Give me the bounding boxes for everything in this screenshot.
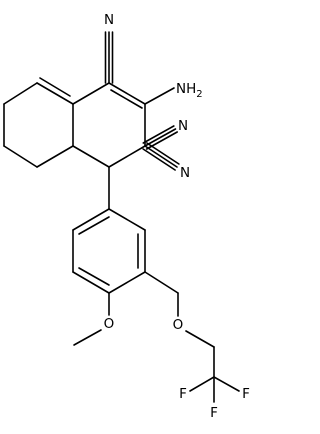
ring-bond-c4a-c5 [36, 82, 74, 105]
fluorine-right: F [242, 386, 250, 402]
sidechain-bond-o-ch2 [185, 330, 215, 348]
ring-bond-c5-c6 [3, 82, 38, 105]
ring-bond-c4-c3 [108, 82, 146, 105]
fluoro-bond-right [213, 376, 240, 392]
fluorine-bottom: F [210, 405, 218, 421]
nitrile-n-lower-right: N [180, 165, 190, 181]
benzene-bond-6-1 [72, 208, 110, 231]
nitrile-n-top: N [104, 12, 114, 28]
amino-label: NH2 [176, 81, 203, 100]
methoxy-oxygen: O [104, 316, 115, 332]
benzene-bond-3-4 [108, 271, 146, 294]
benzene-bond-4-5 [72, 271, 110, 294]
ring-bond-c7-c8 [3, 145, 38, 168]
ring-bond-c8a-c1 [72, 145, 110, 168]
fluoro-bond-left [189, 376, 215, 392]
molecule-structure: N NH2 N N O O F F F [3, 12, 250, 421]
ring-bond-c4-c3-inner [110, 89, 143, 109]
amino-bond [144, 87, 175, 105]
benzene-bond-1-2 [108, 208, 146, 231]
nitrile-3-bond-c [142, 148, 176, 171]
nitrile-2-bond-a [144, 128, 177, 147]
atom-labels: N NH2 N N O O F F F [104, 12, 250, 421]
nitrile-n-upper-right: N [178, 118, 188, 134]
ring-bond-c4a-c5-inner [39, 77, 71, 97]
ether-oxygen: O [173, 317, 184, 333]
bonds [3, 31, 240, 403]
sidechain-bond-ring-ch2 [144, 271, 179, 294]
nitrile-3-bond-b [146, 142, 180, 165]
nitrile-3-bond-a [144, 145, 178, 168]
benzene-bond-4-5-inner [78, 267, 110, 286]
fluorine-left: F [179, 386, 187, 402]
ring-bond-c8-c8a [36, 145, 74, 168]
nitrile-2-bond-b [142, 125, 175, 144]
ring-bond-c4-c4a [72, 82, 110, 105]
ring-bond-c1-c2 [108, 145, 146, 168]
benzene-bond-6-1-inner [78, 216, 110, 235]
methoxy-bond-o-ch3 [73, 329, 102, 346]
